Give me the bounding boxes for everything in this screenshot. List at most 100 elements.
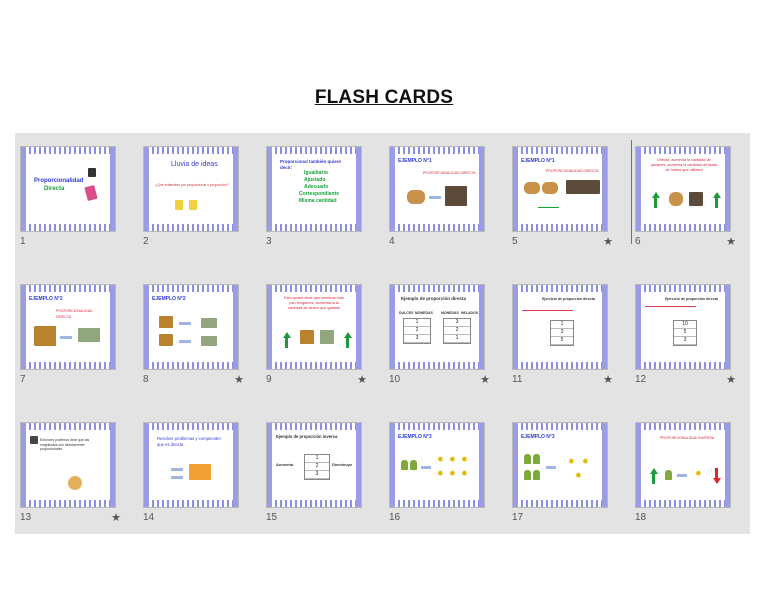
slide-number: 18 [635,512,647,523]
slide-text: Directa: aumenta la cantidad de queques,… [650,158,718,172]
arrow-right-icon [546,466,556,469]
plant-icon [524,454,531,464]
slide-number: 16 [389,512,401,523]
slide-number: 5 [512,236,518,247]
slide-thumbnail-4[interactable]: EJEMPLO N°1 PROPORCIONALIDAD DIRECTA 4 [384,138,502,250]
slide-thumbnail-18[interactable]: PROPORCIONALIDAD INVERSA ✹ 18 [630,414,748,526]
slide-thumbnail-17[interactable]: EJEMPLO N°3 ✹ ✹ ✹ 17 [507,414,625,526]
slide-thumbnail-13[interactable]: Entonces podemos decir que las magnitude… [15,414,133,526]
sun-icon: ✹ [449,469,456,478]
slide-text: EJEMPLO N°3 [521,434,555,440]
slide-text: HELADOS [461,311,479,315]
animation-star-icon: ★ [357,374,367,386]
slide-thumbnail-15[interactable]: Ejemplo de proporción inversa Aumenta Di… [261,414,379,526]
sun-icon: ✹ [582,457,589,466]
plant-icon [533,454,540,464]
slide-number: 17 [512,512,524,523]
selection-indicator [631,140,632,244]
arrow-right-icon [677,474,687,477]
slide-text: Ejemplo de proporción directa [401,296,467,301]
lightbulb-icon [175,200,183,210]
arrow-right-icon [421,466,431,469]
cake-image [542,182,558,194]
slide-number: 14 [143,512,155,523]
bread-image [159,316,173,328]
slide-number: 13 [20,512,32,523]
slide-text: EJEMPLO N°2 [29,296,63,302]
slide-thumbnail-1[interactable]: Proporcionalidad Directa 1 [15,138,133,250]
animation-star-icon: ★ [603,374,613,386]
slide-text: Ejercicio de proporción directa [665,297,718,301]
slide-thumbnail-16[interactable]: EJEMPLO N°3 ✹ ✹ ✹ ✹ ✹ ✹ 16 [384,414,502,526]
slide-text: Ajustado [304,177,326,183]
slide-text: MONEDAS [441,311,459,315]
slide-text: Resolver problemas y comprender que es d… [157,436,222,447]
slide-thumbnail-14[interactable]: Resolver problemas y comprender que es d… [138,414,256,526]
slide-text: Misma cantidad [299,198,337,204]
slide-thumbnail-6[interactable]: Directa: aumenta la cantidad de queques,… [630,138,748,250]
slide-text: Ejemplo de proporción inversa [276,434,338,439]
slide-text: Igualitario [304,170,328,176]
slide-text: ¿Qué entiendes por proporcional o propor… [155,183,229,187]
slide-text: EJEMPLO N°1 [521,158,555,164]
plant-icon [410,460,417,470]
book-icon [84,184,98,202]
arrow-right-icon [429,196,441,199]
arrow-right-icon [171,476,183,479]
slide-text: Proporcionalidad [34,178,84,184]
eggs-image [445,186,467,206]
slide-thumbnail-9[interactable]: Esto quiere decir que mientras más pan t… [261,276,379,388]
slide-thumbnail-8[interactable]: EJEMPLO N°2 8 ★ [138,276,256,388]
slide-number: 12 [635,374,647,385]
problem-image [189,464,211,480]
animation-star-icon: ★ [726,374,736,386]
slide-thumbnail-5[interactable]: EJEMPLO N°1 PROPORCIONALIDAD DIRECTA ▬▬▬… [507,138,625,250]
slide-text: Entonces podemos decir que las magnitude… [40,438,90,451]
arrow-up-icon [649,468,658,474]
data-table: 1 2 3 [304,454,330,480]
animation-star-icon: ★ [111,512,121,524]
animation-star-icon: ★ [603,236,613,248]
money-image [78,328,100,342]
slide-number: 10 [389,374,401,385]
eggs-image [566,180,600,194]
sun-icon: ✹ [568,457,575,466]
arrow-up-icon [712,192,721,198]
plant-icon [665,470,672,480]
money-image [320,330,334,344]
animation-star-icon: ★ [726,236,736,248]
cake-image [407,190,425,204]
slide-text: Aumenta [276,462,294,467]
calculator-icon [88,168,96,177]
slide-thumbnail-12[interactable]: Ejercicio de proporción directa ▬▬▬▬▬▬▬▬… [630,276,748,388]
animation-star-icon: ★ [234,374,244,386]
slide-text: EJEMPLO N°2 [152,296,186,302]
slide-thumbnail-11[interactable]: Ejercicio de proporción directa ▬▬▬▬▬▬▬▬… [507,276,625,388]
arrow-right-icon [179,340,191,343]
slide-thumbnail-7[interactable]: EJEMPLO N°2 PROPORCIONALIDAD DIRECTA 7 [15,276,133,388]
data-table: 1 2 3 [403,318,431,344]
animation-star-icon: ★ [480,374,490,386]
lightbulb-icon [189,200,197,210]
sun-icon: ✹ [437,469,444,478]
arrow-up-icon [651,192,660,198]
page-title: FLASH CARDS [314,87,454,108]
slide-text: PROPORCIONALIDAD DIRECTA [546,169,599,173]
plant-icon [533,470,540,480]
slide-text: EJEMPLO N°3 [398,434,432,440]
slide-text: MONEDAS [415,311,433,315]
data-table: 1 3 5 [550,320,574,346]
slide-thumbnail-2[interactable]: Lluvia de ideas ¿Qué entiendes por propo… [138,138,256,250]
sun-icon: ✹ [695,469,702,478]
slide-text: PROPORCIONALIDAD INVERSA [659,436,715,440]
slide-number: 2 [143,236,149,247]
money-image [201,318,217,328]
slide-text: EJEMPLO N°1 [398,158,432,164]
slide-thumbnail-10[interactable]: Ejemplo de proporción directa DULCES MON… [384,276,502,388]
slide-text: Correspondiente [299,191,340,197]
plant-icon [524,470,531,480]
slide-number: 4 [389,236,395,247]
slide-thumbnail-3[interactable]: Proporcional también quiere decir: Igual… [261,138,379,250]
sun-icon: ✹ [437,455,444,464]
slide-number: 3 [266,236,272,247]
